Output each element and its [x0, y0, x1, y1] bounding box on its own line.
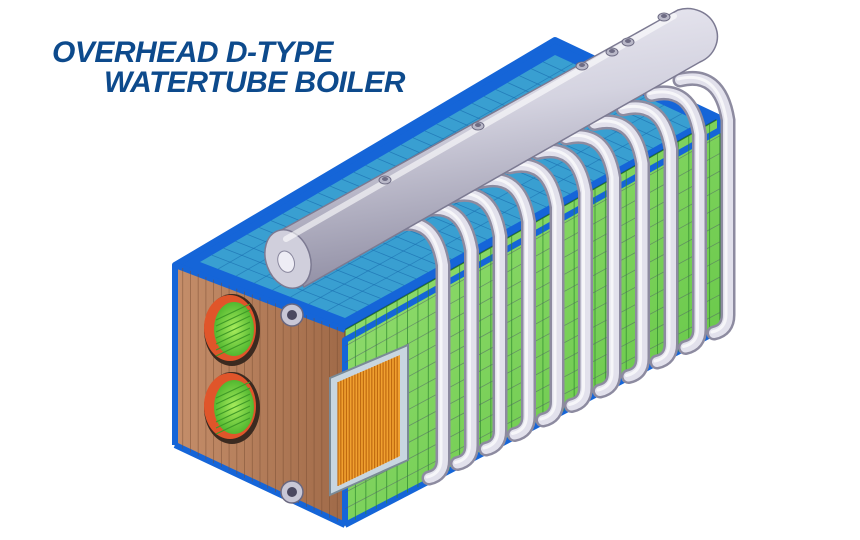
riser-pipe-highlight — [448, 191, 500, 450]
drum-body — [274, 7, 719, 289]
burner-vane — [215, 393, 251, 411]
burner-port-lower — [204, 372, 260, 444]
header-fittings — [280, 303, 304, 504]
burner-vane — [215, 405, 251, 423]
header-bore — [287, 310, 297, 320]
drum-nozzle-bore — [609, 49, 615, 53]
riser-pipe-highlight — [648, 90, 699, 348]
burner-port-upper — [204, 294, 260, 366]
burner-vane — [215, 387, 251, 405]
riser-pipe-highlight — [619, 104, 671, 363]
burner-vane — [215, 327, 251, 345]
burner-ports — [204, 294, 260, 444]
burner-vane — [215, 417, 251, 435]
drum-nozzles — [378, 12, 671, 185]
burner-vane — [215, 315, 251, 333]
drum-nozzle-bore — [625, 39, 631, 43]
drum-nozzle-bore — [661, 14, 667, 18]
riser-pipe-highlight — [562, 133, 614, 392]
riser-pipe-highlight — [591, 119, 642, 377]
riser-pipe-highlight — [477, 177, 528, 435]
burner-vane — [215, 399, 251, 417]
drum-nozzle-bore — [475, 123, 481, 127]
drum-nozzle-bore — [382, 177, 388, 181]
burner-vane — [215, 321, 251, 339]
drum-manhole — [277, 250, 296, 273]
header-bore — [287, 487, 297, 497]
riser-pipe-highlight — [534, 148, 585, 406]
top-grid-line — [326, 113, 683, 312]
burner-vane — [215, 303, 251, 321]
riser-pipe-highlight — [676, 75, 728, 334]
drum-nozzle-bore — [579, 63, 585, 67]
burner-vane — [215, 339, 251, 357]
burner-vane — [215, 309, 251, 327]
riser-pipes — [387, 70, 736, 486]
burner-vane — [215, 381, 251, 399]
burner-vane — [215, 411, 251, 429]
burner-vane — [215, 333, 251, 351]
riser-pipe-highlight — [505, 162, 557, 421]
superheater-panel — [329, 343, 409, 497]
